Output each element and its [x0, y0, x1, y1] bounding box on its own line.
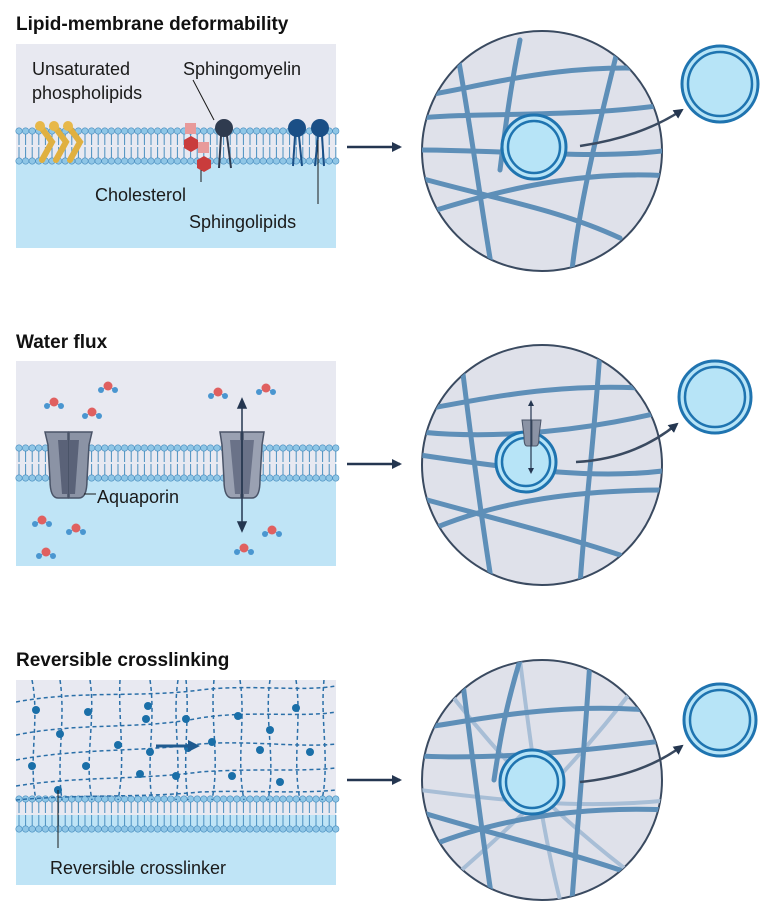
label-unsaturated-1: Unsaturated [32, 59, 130, 79]
aquaporin-channel-2 [219, 431, 265, 499]
label-sphingolipids: Sphingolipids [189, 212, 296, 232]
water-molecules [32, 381, 282, 559]
panel-title-crosslinking: Reversible crosslinking [16, 650, 229, 671]
panel-title-lipid: Lipid-membrane deformability [16, 14, 289, 35]
label-cholesterol: Cholesterol [95, 185, 186, 205]
network-circle-2 [421, 344, 663, 586]
label-crosslinker: Reversible crosslinker [50, 858, 226, 878]
aquaporin-channel-1 [44, 431, 93, 499]
unsaturated-phospholipids [35, 121, 84, 163]
released-vesicle-1 [680, 44, 760, 124]
label-unsaturated-2: phospholipids [32, 83, 142, 103]
membrane-bilayer [15, 795, 340, 833]
label-sphingomyelin: Sphingomyelin [183, 59, 301, 79]
membrane-bilayer [15, 127, 340, 165]
panel-title-water: Water flux [16, 332, 108, 353]
crosslink-direction-arrow [156, 740, 200, 752]
label-aquaporin: Aquaporin [97, 487, 179, 507]
released-vesicle-2 [677, 359, 753, 435]
leader-lines-panel-1 [192, 79, 319, 204]
sphingomyelin [215, 119, 233, 169]
released-vesicle-3 [682, 682, 758, 758]
network-circle-3 [421, 659, 663, 901]
water-flux-arrow [236, 397, 248, 533]
crosslinker-dots [28, 702, 314, 794]
panel-3-box [15, 680, 340, 885]
crosslink-network [16, 680, 336, 801]
release-arrow-1 [579, 108, 684, 148]
cholesterol [184, 123, 211, 172]
release-arrow-3 [579, 744, 684, 784]
release-arrow-2 [575, 422, 679, 464]
network-circle-1 [421, 30, 663, 272]
panel-1-box [15, 44, 340, 248]
